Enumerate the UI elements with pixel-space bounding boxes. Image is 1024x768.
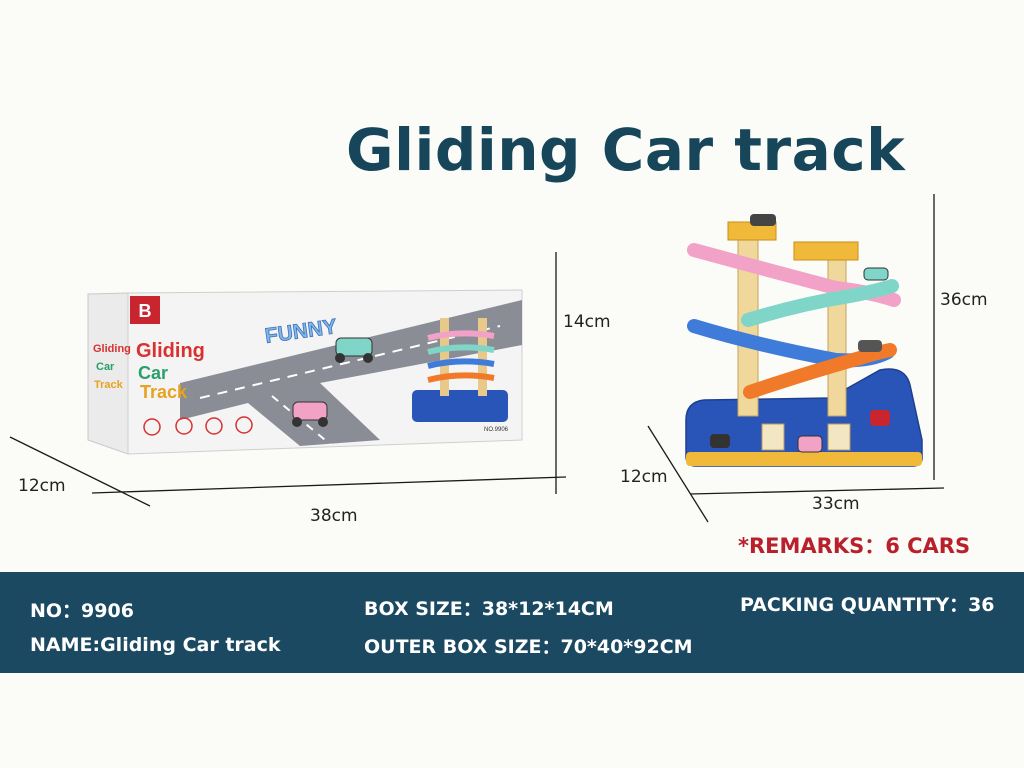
box-front-text-3: Track [140, 382, 188, 402]
info-band: NO：9906 NAME:Gliding Car track BOX SIZE：… [0, 572, 1024, 673]
toy-car [858, 340, 882, 352]
box-dimension-lines [9, 252, 567, 507]
box-model-label: NO.9906 [484, 427, 509, 433]
toy-base-rim [686, 452, 922, 466]
box-side-text-2: Car [96, 361, 115, 373]
item-number: NO：9906 [30, 600, 134, 622]
packing-quantity: PACKING QUANTITY：36 [740, 594, 995, 616]
box-car-graphic [335, 337, 373, 363]
product-dimension-lines [647, 194, 945, 523]
box-height-label: 14cm [563, 312, 611, 332]
product-depth-label: 12cm [620, 467, 668, 487]
page-title: Gliding Car track [346, 116, 906, 184]
outer-box-size: OUTER BOX SIZE：70*40*92CM [364, 636, 693, 658]
product-height-label: 36cm [940, 290, 988, 310]
toy-ramp-teal [741, 279, 899, 327]
box-car-graphic [292, 401, 328, 427]
item-name: NAME:Gliding Car track [30, 634, 281, 656]
product-toy [685, 214, 923, 467]
toy-ramp-orange [743, 343, 897, 399]
product-width-label: 33cm [812, 494, 860, 514]
toy-car [750, 214, 776, 226]
toy-car [863, 267, 889, 281]
toy-car [797, 435, 823, 453]
box-size: BOX SIZE：38*12*14CM [364, 598, 614, 620]
box-width-label: 38cm [310, 506, 358, 526]
brand-logo [130, 296, 160, 324]
box-front-text-1: Gliding [136, 340, 205, 362]
box-width-line [91, 476, 567, 494]
remarks-text: *REMARKS：6 CARS [738, 534, 971, 558]
product-width-line [689, 487, 945, 495]
toy-top-cap-right [793, 241, 859, 261]
toy-car [710, 434, 730, 448]
box-side-face [87, 292, 129, 455]
box-depth-label: 12cm [18, 476, 66, 496]
brand-logo-letter: B [139, 301, 152, 321]
box-feature-icons [143, 416, 253, 436]
toy-car [870, 410, 890, 426]
box-toy-graphic [412, 318, 508, 422]
toy-garage-door [761, 423, 785, 451]
product-depth-line [647, 425, 709, 523]
box-front-text-2: Car [138, 363, 168, 383]
packaging-box: B FUNNY Gliding Car Track Gliding Car Tr… [87, 289, 523, 455]
box-side-text-1: Gliding [93, 343, 131, 355]
box-side-text-3: Track [94, 379, 124, 391]
road-lane-marking [199, 325, 501, 399]
box-depth-line [9, 436, 151, 507]
toy-garage-door [827, 423, 851, 451]
